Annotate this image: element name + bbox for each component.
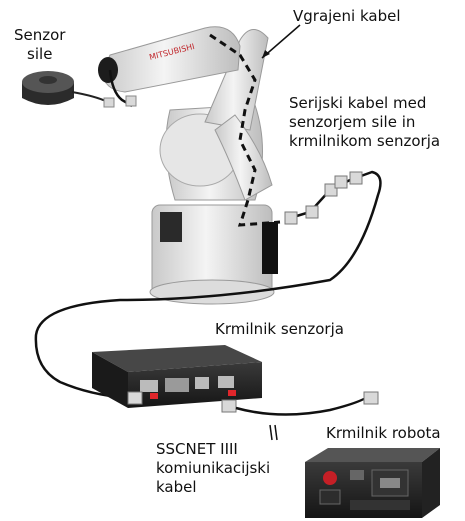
force-sensor-device bbox=[22, 71, 115, 108]
label-sensor-controller: Krmilnik senzorja bbox=[215, 320, 344, 338]
label-force-sensor-line-1: Senzor bbox=[14, 26, 66, 44]
label-sscnet-cable-line-3: kabel bbox=[156, 478, 197, 496]
label-force-sensor-line-2: sile bbox=[27, 45, 53, 63]
label-sscnet-cable-line-2: komiunikacijski bbox=[156, 459, 271, 477]
label-serial-cable: Serijski kabel med senzorjem sile in krm… bbox=[289, 94, 440, 151]
robot-base-panel bbox=[160, 212, 182, 242]
label-builtin-cable: Vgrajeni kabel bbox=[293, 7, 401, 25]
label-sscnet-cable-line-1: SSCNET IIII bbox=[156, 440, 238, 458]
label-force-sensor: Senzor sile bbox=[14, 26, 65, 64]
builtin-cable-path bbox=[209, 33, 281, 227]
label-robot-controller: Krmilnik robota bbox=[326, 424, 441, 442]
sensor-controller-device bbox=[92, 345, 262, 413]
label-sscnet-cable: SSCNET IIII komiunikacijski kabel bbox=[156, 440, 270, 497]
label-serial-cable-line-1: Serijski kabel med bbox=[289, 94, 427, 112]
serial-cable bbox=[34, 170, 382, 400]
connector bbox=[103, 97, 115, 108]
robot-controller-device bbox=[305, 448, 440, 518]
label-serial-cable-line-3: krmilnikom senzorja bbox=[289, 132, 441, 150]
sscnet-cable bbox=[235, 391, 379, 441]
robot-arm: MITSUBISHI bbox=[98, 26, 281, 305]
label-serial-cable-line-2: senzorjem sile in bbox=[289, 113, 416, 131]
robot-base-connector bbox=[262, 222, 278, 274]
